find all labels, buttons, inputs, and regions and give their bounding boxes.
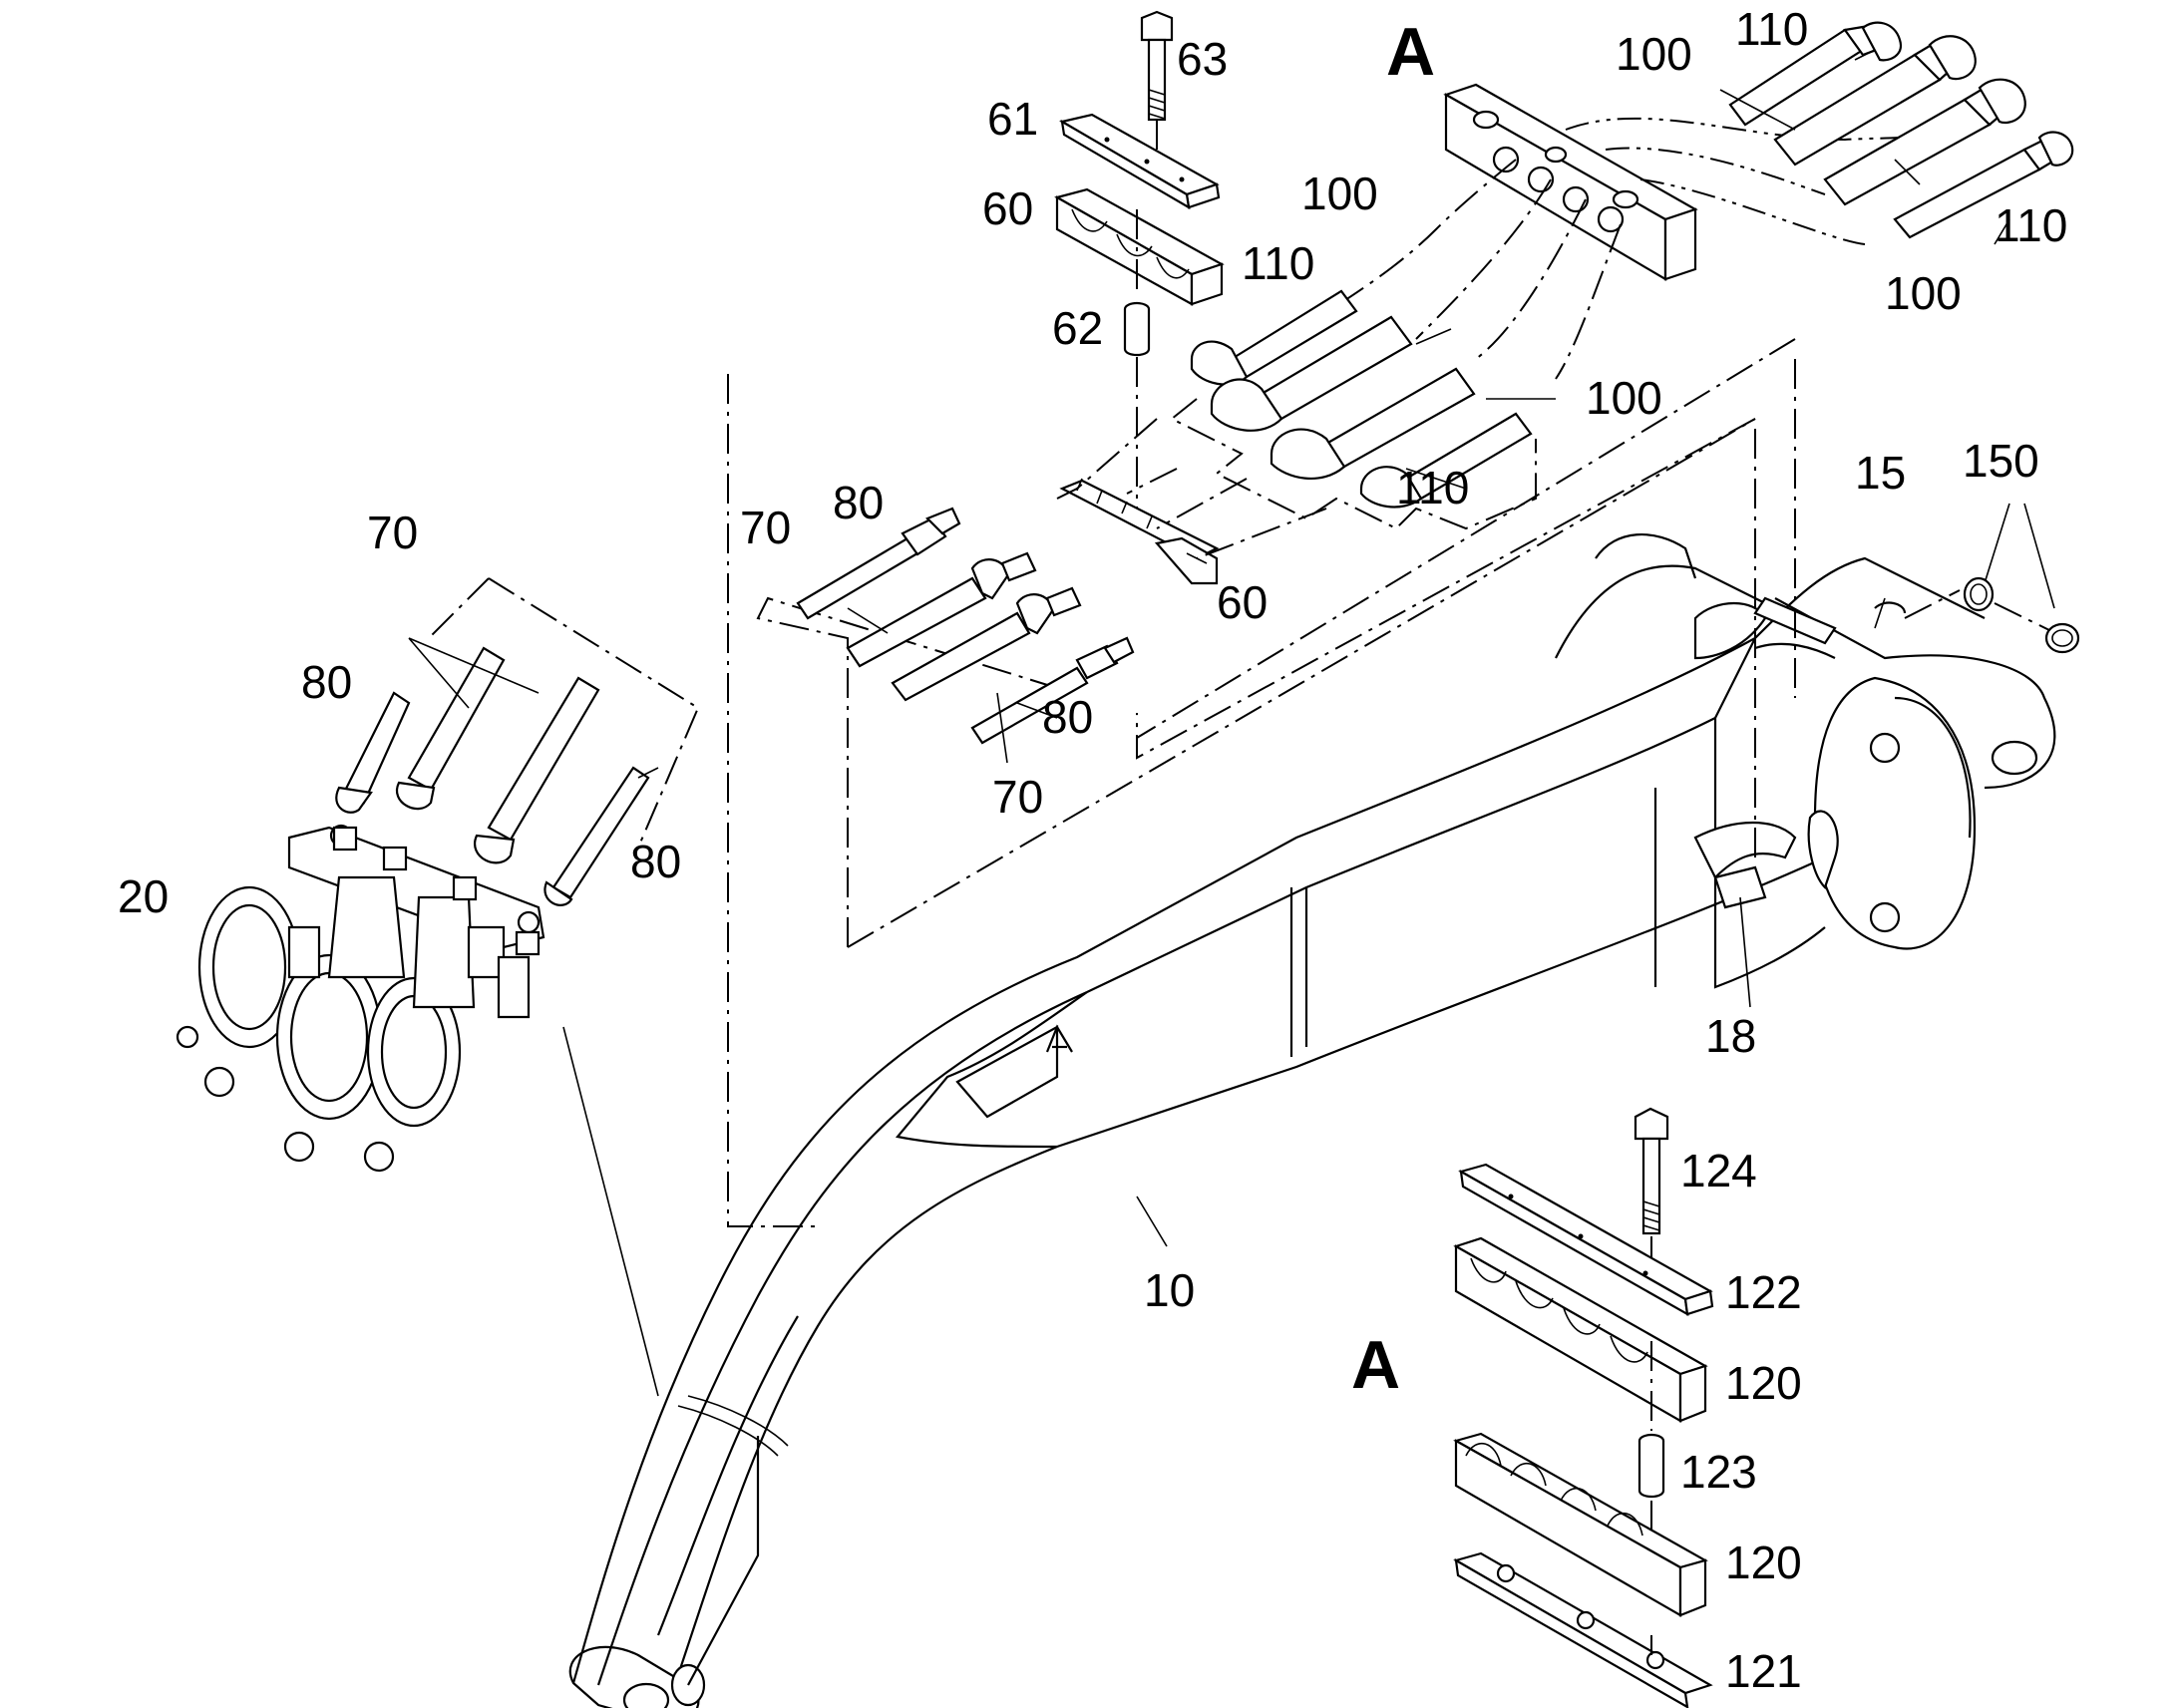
- spacer-sleeve-icon: [1637, 1433, 1665, 1499]
- clamp-half-icon: [1453, 1432, 1708, 1617]
- clamp-plate-icon: [1059, 113, 1221, 210]
- callout-124: 124: [1680, 1145, 1757, 1196]
- callout-121: 121: [1725, 1645, 1802, 1697]
- callout-110: 110: [1396, 462, 1469, 513]
- callout-labels: A A 63 61 60 62 110 100 100 110 60 100 1…: [118, 3, 2067, 1697]
- callout-123: 123: [1680, 1446, 1757, 1498]
- clamp-half-icon: [1059, 478, 1220, 585]
- callout-122: 122: [1725, 1266, 1802, 1318]
- clamp-plate-icon: [1453, 1551, 1713, 1708]
- callout-150: 150: [1963, 435, 2039, 487]
- callout-20: 20: [118, 870, 169, 922]
- callout-80: 80: [833, 477, 884, 528]
- snap-ring-icon: [1963, 576, 2080, 654]
- clamp-half-icon: [1054, 187, 1225, 306]
- callout-120: 120: [1725, 1537, 1802, 1588]
- callout-60: 60: [982, 182, 1033, 234]
- callout-70: 70: [992, 771, 1043, 823]
- callout-60: 60: [1217, 576, 1268, 628]
- view-label-a-bottom: A: [1351, 1327, 1400, 1403]
- view-label-a-top: A: [1386, 14, 1435, 90]
- callout-62: 62: [1052, 302, 1103, 354]
- bolt-icon: [1634, 1107, 1669, 1235]
- callout-61: 61: [987, 93, 1038, 145]
- callout-120: 120: [1725, 1357, 1802, 1409]
- callout-10: 10: [1144, 1264, 1195, 1316]
- callout-100: 100: [1301, 168, 1378, 219]
- connector-fitting-icon: [335, 646, 650, 906]
- arm-structure-icon: [568, 532, 2056, 1708]
- callout-63: 63: [1177, 33, 1228, 85]
- bolt-icon: [1140, 10, 1174, 122]
- clamp-plate-icon: [1458, 1163, 1714, 1317]
- hose-icon: [1190, 289, 1533, 509]
- callout-15: 15: [1855, 447, 1906, 499]
- callout-100: 100: [1885, 267, 1962, 319]
- hose-icon: [1728, 21, 2074, 239]
- clamp-half-icon: [1443, 83, 1698, 281]
- callout-80: 80: [301, 656, 352, 708]
- callout-110: 110: [1995, 199, 2067, 251]
- spacer-sleeve-icon: [1123, 301, 1151, 357]
- clamp-half-icon: [1453, 1236, 1708, 1423]
- callout-110: 110: [1242, 237, 1314, 289]
- callout-80: 80: [630, 836, 681, 887]
- callout-110: 110: [1735, 3, 1808, 55]
- callout-100: 100: [1586, 372, 1662, 424]
- callout-70: 70: [367, 507, 418, 558]
- callout-70: 70: [740, 502, 791, 553]
- hose-bundle-icon: [176, 824, 545, 1173]
- callout-100: 100: [1616, 28, 1692, 80]
- callout-18: 18: [1705, 1010, 1756, 1062]
- callout-80: 80: [1042, 691, 1093, 743]
